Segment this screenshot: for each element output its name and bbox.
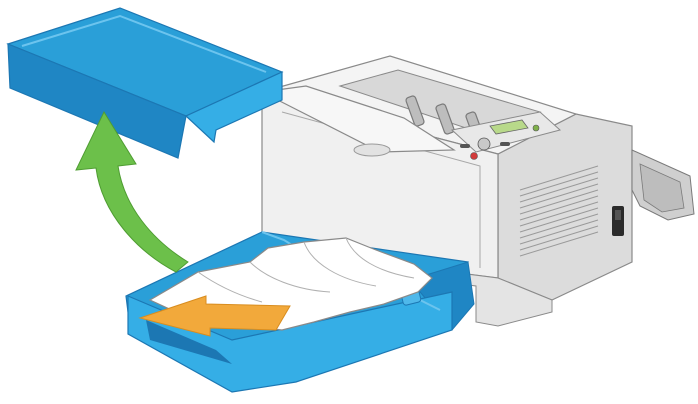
nav-button: [477, 137, 491, 151]
tray-cover-right-skirt: [184, 71, 283, 144]
lcd-display: [489, 119, 529, 135]
tray-front-wall: [127, 291, 453, 393]
power-switch: [612, 206, 624, 236]
curved-up-arrow-icon: [75, 110, 189, 273]
rear-tray-extension: [631, 149, 695, 221]
left-arrow-icon: [138, 295, 291, 337]
printer: [259, 55, 633, 327]
tray-cover-left-skirt: [7, 43, 187, 159]
side-vents: [519, 165, 599, 257]
tray-cover: [6, 7, 284, 159]
panel-button-green: [532, 124, 540, 132]
tray-handle: [353, 143, 391, 157]
panel-button: [500, 142, 510, 146]
tray-cover-highlight: [21, 14, 267, 73]
panel-button-red: [470, 152, 478, 160]
output-tray: [260, 85, 456, 153]
operator-panel: [450, 111, 562, 160]
tray-front-handle: [146, 320, 232, 364]
panel-button: [460, 144, 470, 148]
